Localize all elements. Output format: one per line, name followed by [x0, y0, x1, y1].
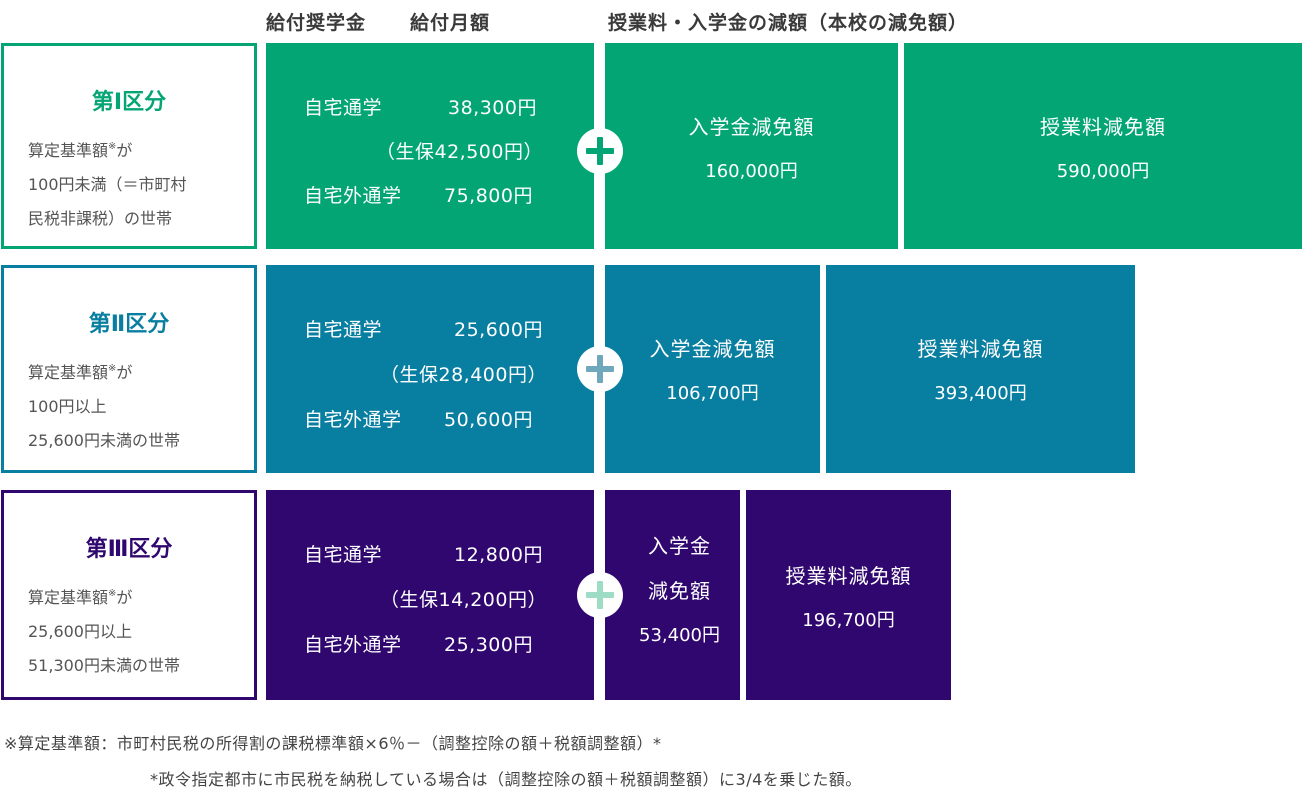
- tier3-tuition-amount: 196,700円: [802, 610, 895, 631]
- tier2-entrance-block: 入学金減免額 106,700円: [605, 265, 820, 473]
- footnote-designated-city: *政令指定都市に市民税を納税している場合は（調整控除の額＋税額調整額）に3/4を…: [150, 770, 862, 789]
- tier2-away-amount: 50,600円: [444, 409, 533, 431]
- tier1-away-label: 自宅外通学: [304, 185, 402, 207]
- tier1-tuition-label: 授業料減免額: [1040, 115, 1166, 139]
- tier1-desc-term: 算定基準額: [28, 141, 109, 160]
- tier2-entrance-label: 入学金減免額: [649, 337, 776, 361]
- tier1-tuition-amount: 590,000円: [1056, 161, 1150, 182]
- tier3-away-label: 自宅外通学: [304, 634, 402, 656]
- tier2-desc-term: 算定基準額: [28, 363, 109, 382]
- tier2-tuition-label: 授業料減免額: [917, 337, 1044, 361]
- tier1-desc-line3: 民税非課税）の世帯: [28, 209, 173, 228]
- tier1-entrance-label: 入学金減免額: [688, 115, 815, 139]
- tier3-tuition-label: 授業料減免額: [785, 564, 912, 588]
- tier2-away-label: 自宅外通学: [304, 409, 402, 431]
- tier1-desc-mark: ※: [108, 141, 117, 152]
- tier3-monthly-block: 自宅通学 12,800円 （生保14,200円） 自宅外通学 25,300円: [266, 490, 594, 700]
- tier2-desc-ga: が: [116, 363, 133, 382]
- tier2-desc-line3: 25,600円未満の世帯: [28, 431, 180, 450]
- tier1-description: 算定基準額※が 100円未満（＝市町村 民税非課税）の世帯: [28, 130, 187, 236]
- tier1-away-amount: 75,800円: [444, 185, 533, 207]
- tier1-desc-line2: 100円未満（＝市町村: [28, 175, 187, 194]
- tier3-box: 第Ⅲ区分 算定基準額※が 25,600円以上 51,300円未満の世帯: [1, 490, 257, 700]
- tier3-desc-mark: ※: [108, 588, 117, 599]
- tier3-tuition-block: 授業料減免額 196,700円: [746, 490, 951, 700]
- header-monthly-amount: 給付月額: [410, 12, 491, 34]
- tier3-seiho: （生保14,200円）: [380, 589, 547, 611]
- tier2-tuition-block: 授業料減免額 393,400円: [826, 265, 1135, 473]
- tier2-tuition-amount: 393,400円: [934, 383, 1027, 404]
- tier2-title: 第Ⅱ区分: [88, 312, 170, 337]
- tier2-seiho: （生保28,400円）: [380, 364, 547, 386]
- tier3-title: 第Ⅲ区分: [85, 537, 173, 562]
- tier3-entrance-block: 入学金 減免額 53,400円: [605, 490, 740, 700]
- tier2-desc-mark: ※: [108, 363, 117, 374]
- tier1-seiho: （生保42,500円）: [376, 141, 543, 163]
- tier3-desc-term: 算定基準額: [28, 588, 109, 607]
- tier3-desc-line2: 25,600円以上: [28, 622, 132, 641]
- tier2-description: 算定基準額※が 100円以上 25,600円未満の世帯: [28, 352, 180, 458]
- tier1-entrance-block: 入学金減免額 160,000円: [605, 43, 898, 249]
- tier1-tuition-block: 授業料減免額 590,000円: [904, 43, 1302, 249]
- header-reduction: 授業料・入学金の減額（本校の減免額）: [608, 12, 969, 34]
- tier1-entrance-amount: 160,000円: [705, 161, 798, 182]
- tier2-entrance-amount: 106,700円: [666, 383, 759, 404]
- tier2-desc-line2: 100円以上: [28, 397, 107, 416]
- tier2-monthly-block: 自宅通学 25,600円 （生保28,400円） 自宅外通学 50,600円: [266, 265, 594, 473]
- header-scholarship: 給付奨学金: [266, 12, 367, 34]
- tier1-desc-ga: が: [116, 141, 133, 160]
- tier3-plus-icon: [577, 572, 623, 618]
- tier3-entrance-label-2: 減免額: [648, 579, 711, 603]
- tier2-home-amount: 25,600円: [454, 319, 543, 341]
- tier3-home-label: 自宅通学: [304, 544, 383, 566]
- tier2-box: 第Ⅱ区分 算定基準額※が 100円以上 25,600円未満の世帯: [1, 265, 257, 473]
- footnote-definition: ※算定基準額：市町村民税の所得割の課税標準額×6％－（調整控除の額＋税額調整額）…: [4, 734, 662, 753]
- tier3-desc-line3: 51,300円未満の世帯: [28, 656, 180, 675]
- tier1-home-label: 自宅通学: [304, 97, 383, 119]
- tier2-home-label: 自宅通学: [304, 319, 383, 341]
- tier3-description: 算定基準額※が 25,600円以上 51,300円未満の世帯: [28, 577, 180, 683]
- tier1-plus-icon: [577, 128, 623, 174]
- tier3-entrance-amount: 53,400円: [639, 625, 720, 646]
- tier3-away-amount: 25,300円: [444, 634, 533, 656]
- tier3-entrance-label-1: 入学金: [648, 534, 711, 558]
- tier2-plus-icon: [577, 346, 623, 392]
- tier1-box: 第Ⅰ区分 算定基準額※が 100円未満（＝市町村 民税非課税）の世帯: [1, 43, 257, 249]
- tier3-desc-ga: が: [116, 588, 133, 607]
- tier1-home-amount: 38,300円: [448, 97, 537, 119]
- tier1-monthly-block: 自宅通学 38,300円 （生保42,500円） 自宅外通学 75,800円: [266, 43, 594, 249]
- tier1-title: 第Ⅰ区分: [91, 90, 167, 115]
- tier3-home-amount: 12,800円: [454, 544, 543, 566]
